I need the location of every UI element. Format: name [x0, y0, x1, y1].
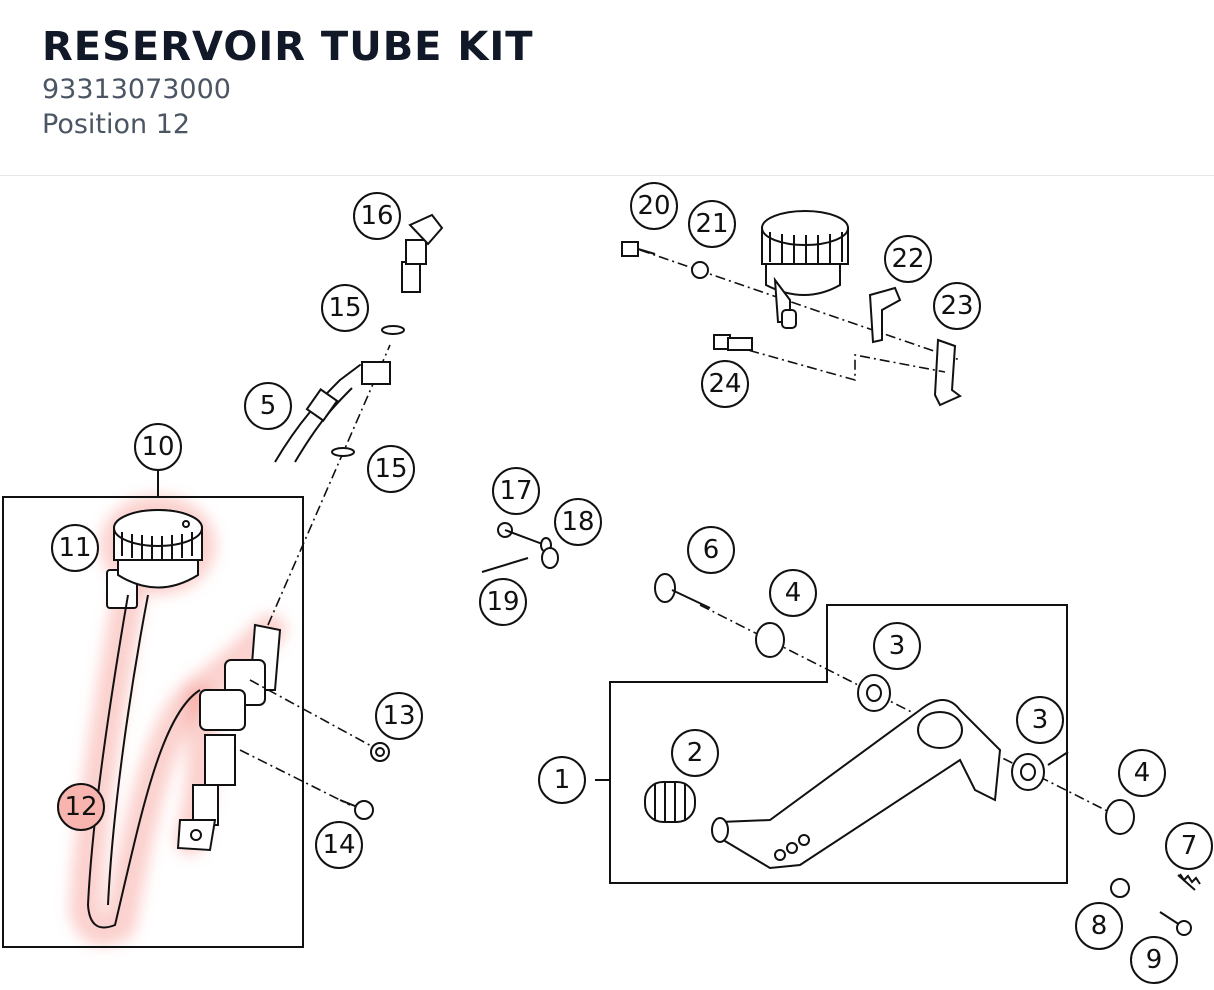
nut-8: [1110, 878, 1130, 898]
svg-text:24: 24: [708, 369, 741, 399]
bracket-23: [933, 338, 962, 407]
callout-15[interactable]: 15: [367, 445, 415, 493]
reservoir-cup: [106, 509, 203, 609]
svg-text:19: 19: [486, 587, 519, 617]
spring-7: [1177, 873, 1201, 891]
callout-22[interactable]: 22: [884, 235, 932, 283]
pedal-kit-frame: [609, 604, 1068, 884]
svg-text:15: 15: [328, 293, 361, 323]
washer-4-upper: [755, 622, 785, 658]
bolt-20: [621, 241, 656, 257]
callout-24[interactable]: 24: [701, 360, 749, 408]
page-title: RESERVOIR TUBE KIT: [42, 24, 534, 70]
reservoir-kit-frame: [2, 496, 304, 948]
callout-23[interactable]: 23: [933, 282, 981, 330]
svg-text:21: 21: [695, 209, 728, 239]
washer-4-lower: [1105, 799, 1135, 835]
svg-text:1: 1: [554, 765, 571, 795]
callout-10[interactable]: 10: [134, 423, 182, 471]
svg-text:4: 4: [1134, 758, 1151, 788]
callout-5[interactable]: 5: [244, 382, 292, 430]
svg-text:15: 15: [374, 454, 407, 484]
callout-12[interactable]: 12: [57, 783, 105, 831]
callout-3[interactable]: 3: [873, 622, 921, 670]
reservoir-hose: [86, 594, 201, 929]
svg-text:6: 6: [703, 535, 720, 565]
callout-20[interactable]: 20: [630, 182, 678, 230]
svg-text:20: 20: [637, 191, 670, 221]
washer-15-lower: [331, 447, 355, 457]
svg-text:7: 7: [1181, 831, 1198, 861]
svg-text:18: 18: [561, 507, 594, 537]
callout-19[interactable]: 19: [479, 578, 527, 626]
part-number: 93313073000: [42, 74, 231, 105]
callout-14[interactable]: 14: [315, 821, 363, 869]
pivot-bolt-6: [654, 573, 711, 609]
svg-text:9: 9: [1146, 945, 1163, 975]
callout-2[interactable]: 2: [671, 729, 719, 777]
svg-text:12: 12: [64, 792, 97, 822]
svg-text:23: 23: [940, 291, 973, 321]
callout-18[interactable]: 18: [554, 498, 602, 546]
pedal-rubber-2: [644, 781, 696, 823]
callout-1[interactable]: 1: [538, 756, 586, 804]
svg-text:11: 11: [58, 533, 91, 563]
svg-text:8: 8: [1091, 911, 1108, 941]
pin-17: [497, 522, 552, 553]
brake-hose: [274, 361, 391, 463]
nut-13: [370, 742, 390, 762]
callout-6[interactable]: 6: [687, 526, 735, 574]
position-label: Position 12: [42, 109, 191, 140]
callout-9[interactable]: 9: [1130, 936, 1178, 984]
bolt-14: [339, 799, 374, 820]
callout-11[interactable]: 11: [51, 524, 99, 572]
clip-22: [868, 286, 902, 344]
banjo-bolt-16: [401, 213, 444, 293]
svg-text:3: 3: [889, 631, 906, 661]
brake-pedal-arm: [711, 699, 1002, 870]
callout-13[interactable]: 13: [375, 692, 423, 740]
callout-4[interactable]: 4: [769, 569, 817, 617]
callout-15[interactable]: 15: [321, 284, 369, 332]
svg-text:14: 14: [322, 830, 355, 860]
header-divider: [0, 175, 1214, 176]
washer-18: [541, 547, 559, 569]
svg-text:2: 2: [687, 738, 704, 768]
page-header: RESERVOIR TUBE KIT 93313073000 Position …: [42, 22, 534, 142]
svg-text:10: 10: [141, 432, 174, 462]
svg-text:13: 13: [382, 701, 415, 731]
svg-text:5: 5: [260, 391, 277, 421]
callout-8[interactable]: 8: [1075, 902, 1123, 950]
callout-7[interactable]: 7: [1165, 822, 1213, 870]
bolt-9: [1159, 911, 1192, 936]
svg-text:17: 17: [499, 476, 532, 506]
svg-text:16: 16: [360, 201, 393, 231]
split-pin-19: [481, 557, 529, 573]
washer-15-upper: [381, 325, 405, 335]
spacer-21: [691, 261, 709, 279]
callout-3[interactable]: 3: [1016, 696, 1064, 744]
bolt-24: [713, 334, 753, 351]
callout-17[interactable]: 17: [492, 467, 540, 515]
svg-text:22: 22: [891, 244, 924, 274]
brake-master-cylinder: [176, 623, 282, 852]
rear-reservoir: [761, 210, 849, 329]
svg-text:4: 4: [785, 578, 802, 608]
callout-21[interactable]: 21: [688, 200, 736, 248]
svg-text:3: 3: [1032, 705, 1049, 735]
callout-4[interactable]: 4: [1118, 749, 1166, 797]
callout-16[interactable]: 16: [353, 192, 401, 240]
leader-lines: [1047, 751, 1069, 766]
